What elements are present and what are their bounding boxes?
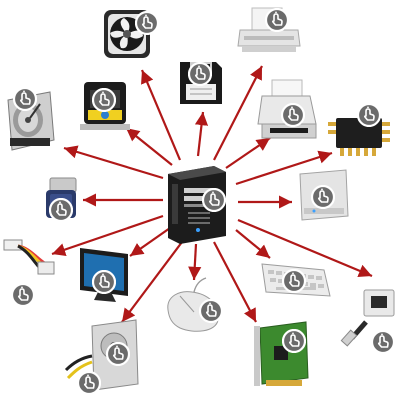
expansion-card-touch-icon[interactable] <box>282 329 306 353</box>
webcam-touch-icon[interactable] <box>92 88 116 112</box>
arrow-to-hard-drive <box>63 145 164 180</box>
printer-touch-icon[interactable] <box>281 103 305 127</box>
memory-chip-icon[interactable] <box>328 118 390 156</box>
arrow-to-dot-matrix-printer <box>213 65 263 161</box>
arrow-to-ribbon-cable <box>51 214 164 256</box>
memory-chip-touch-icon[interactable] <box>357 103 381 127</box>
floppy-disk-touch-icon[interactable] <box>188 62 212 86</box>
monitor-touch-icon[interactable] <box>92 270 116 294</box>
power-cable-touch-icon[interactable] <box>77 371 101 395</box>
arrow-to-floppy-disk <box>194 111 209 157</box>
ribbon-cable-touch-icon[interactable] <box>11 283 35 307</box>
usb-drive-touch-icon[interactable] <box>49 198 73 222</box>
hard-drive-touch-icon[interactable] <box>13 87 37 111</box>
arrow-to-mouse <box>188 243 202 281</box>
tower-pc-touch-icon[interactable] <box>202 188 226 212</box>
ribbon-cable-icon[interactable] <box>3 239 55 275</box>
arrow-to-monitor <box>129 227 171 257</box>
arrow-to-printer <box>225 137 271 169</box>
network-port-touch-icon[interactable] <box>371 330 395 354</box>
arrow-to-expansion-card <box>213 241 257 323</box>
dot-matrix-printer-touch-icon[interactable] <box>265 8 289 32</box>
arrow-to-keyboard <box>235 229 271 259</box>
external-drive-touch-icon[interactable] <box>311 185 335 209</box>
cooling-fan-touch-icon[interactable] <box>135 11 159 35</box>
tower-pc-icon[interactable] <box>168 166 226 244</box>
arrow-to-power-supply <box>121 241 183 323</box>
network-port-icon[interactable] <box>340 289 395 347</box>
arrow-to-network-port <box>237 218 373 278</box>
mouse-touch-icon[interactable] <box>199 299 223 323</box>
connector-arrows <box>51 65 373 323</box>
arrow-to-memory-chip <box>235 150 333 186</box>
power-supply-touch-icon[interactable] <box>106 342 130 366</box>
arrow-to-cooling-fan <box>140 69 182 161</box>
keyboard-touch-icon[interactable] <box>282 269 306 293</box>
arrow-to-webcam <box>125 127 173 166</box>
